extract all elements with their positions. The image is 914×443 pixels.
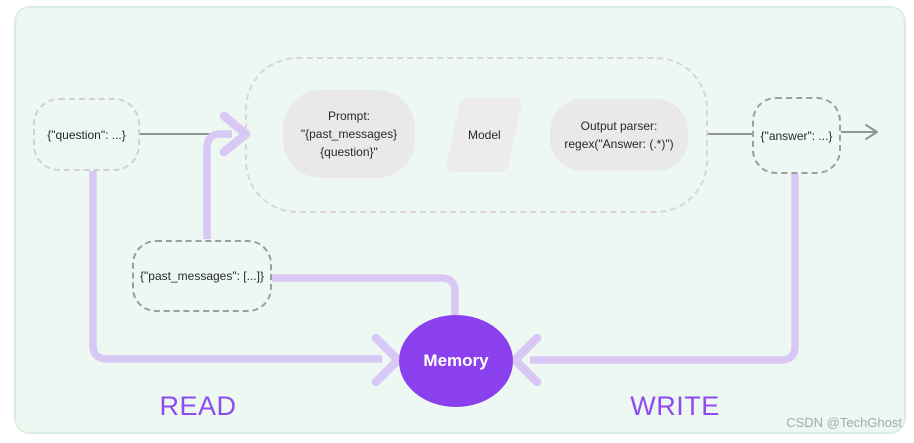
read-arrowhead-icon: [371, 333, 403, 387]
write-arrowhead-icon: [510, 333, 542, 387]
answer-label: {"answer": ...}: [760, 128, 833, 143]
prompt-node: Prompt: "{past_messages} {question}": [283, 90, 415, 178]
model-label: Model: [467, 128, 501, 142]
memory-node: Memory: [399, 315, 513, 407]
prompt-label: Prompt: "{past_messages} {question}": [300, 109, 398, 159]
watermark: CSDN @TechGhost: [786, 415, 902, 430]
answer-node: {"answer": ...}: [752, 97, 841, 174]
question-label: {"question": ...}: [47, 127, 126, 142]
answer-output-arrowhead-icon: [865, 124, 878, 140]
read-flow-label: READ: [159, 391, 237, 421]
pastmessages-to-memory-connector: [272, 274, 459, 317]
question-node: {"question": ...}: [33, 98, 140, 171]
write-flow-label: WRITE: [630, 391, 720, 421]
read-elbow-connector: [203, 130, 232, 239]
question-to-memory-connector: [89, 171, 382, 363]
chain-container: [245, 57, 708, 213]
output-parser-node: Output parser: regex("Answer: (.*)"): [550, 99, 688, 171]
past-messages-node: {"past_messages": [...]}: [132, 240, 272, 312]
memory-label: Memory: [423, 351, 489, 371]
output-parser-label: Output parser: regex("Answer: (.*)"): [564, 119, 674, 151]
past-messages-label: {"past_messages": [...]}: [140, 269, 264, 283]
answer-to-memory-connector: [530, 174, 799, 364]
